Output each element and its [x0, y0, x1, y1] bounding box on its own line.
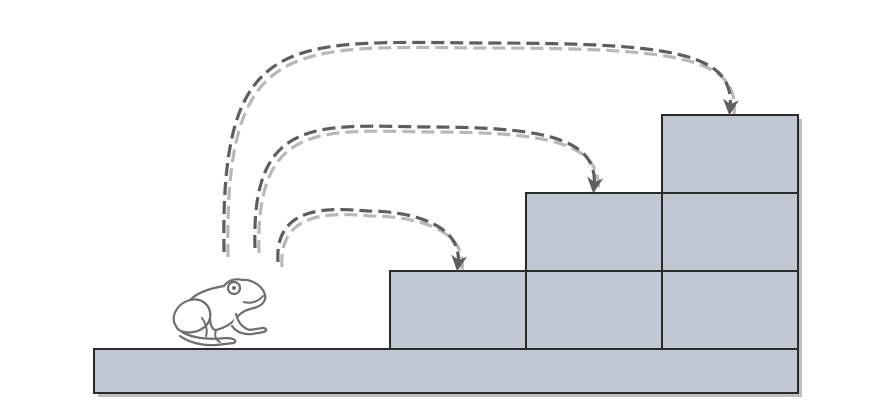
jump-arcs: [222, 40, 739, 272]
stair-block-step-1-row-1: [389, 270, 527, 350]
stair-block-step-3-row-2: [661, 192, 799, 272]
jump-arc-to-step-1: [276, 207, 468, 272]
stair-block-step-3-row-3: [661, 114, 799, 194]
ground-slab: [93, 348, 799, 394]
stair-block-step-2-row-1: [525, 270, 663, 350]
jump-arc-to-step-2: [253, 124, 604, 249]
stair-blocks: [389, 114, 799, 350]
jump-arc-shadow-step-2: [257, 129, 600, 254]
stair-block-step-3-row-1: [661, 270, 799, 350]
jump-arc-shadow-step-3: [226, 45, 736, 258]
jump-arc-shadow-step-1: [280, 212, 464, 271]
stair-block-step-2-row-2: [525, 192, 663, 272]
frog-icon: [172, 278, 268, 347]
jump-arc-to-step-3: [222, 40, 739, 253]
